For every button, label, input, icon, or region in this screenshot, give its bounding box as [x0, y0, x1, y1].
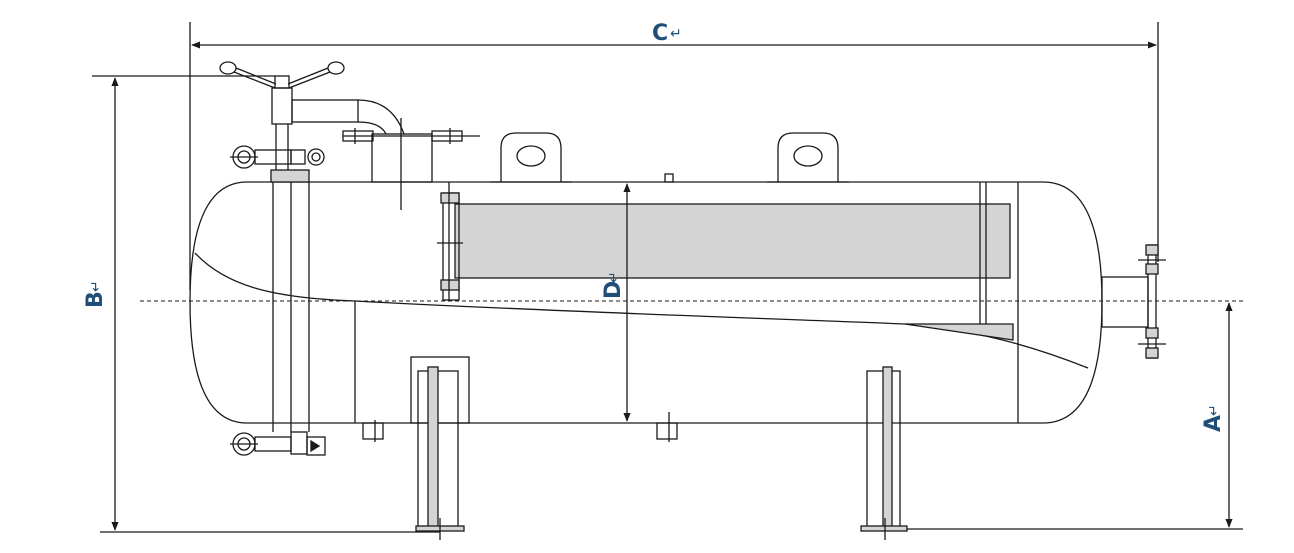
vessel-shell — [189, 181, 1103, 424]
drain-nozzle-2 — [656, 422, 678, 440]
vent-nozzle — [664, 173, 674, 183]
sloped-plate — [904, 323, 1014, 341]
label-d-return: ↵ — [606, 271, 622, 283]
support-leg-right — [860, 366, 908, 540]
label-b: B ↵ — [83, 280, 108, 308]
lifting-lug-1 — [490, 132, 572, 183]
label-a-return: ↵ — [1206, 404, 1222, 416]
outlet-nozzle — [1101, 244, 1166, 359]
tubesheet-flange-bottom — [440, 279, 460, 291]
level-gauge — [230, 145, 326, 456]
lifting-lug-2 — [767, 132, 849, 183]
label-c-text: C — [652, 21, 668, 46]
filter-element — [454, 203, 1011, 279]
label-c-return: ↵ — [670, 26, 682, 42]
dimension-c — [189, 22, 1159, 290]
drain-nozzle-1 — [362, 422, 384, 440]
label-a-text: A — [1201, 415, 1226, 432]
closure-handle — [219, 61, 405, 170]
label-d-text: D — [601, 281, 626, 299]
label-c: C ↵ — [652, 21, 682, 46]
label-a: A ↵ — [1201, 404, 1226, 432]
inner-baffle-curve — [354, 300, 1089, 369]
label-d: D ↵ — [601, 271, 626, 299]
support-leg-left — [410, 356, 470, 540]
dimension-b — [92, 75, 440, 533]
inner-baffle-left — [194, 252, 356, 423]
label-b-text: B — [83, 291, 108, 308]
tubesheet-flange-top — [440, 192, 460, 204]
dimension-a — [885, 302, 1243, 530]
label-b-return: ↵ — [88, 280, 104, 292]
inlet-nozzle — [342, 118, 480, 210]
